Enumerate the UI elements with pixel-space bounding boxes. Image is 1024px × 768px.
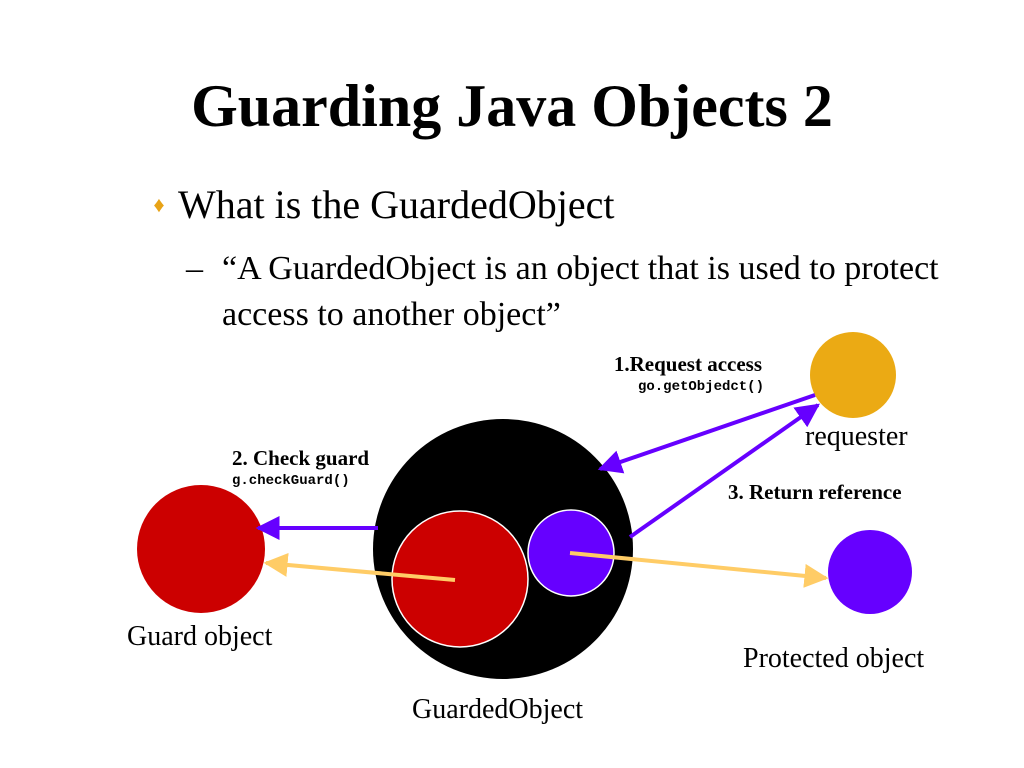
check-guard-label: 2. Check guard	[232, 446, 370, 470]
check-guard-code: g.checkGuard()	[232, 473, 350, 489]
guard-object-label: Guard object	[127, 621, 273, 652]
protected-reference-arrow	[569, 551, 829, 588]
sub-bullet-item: – “A GuardedObject is an object that is …	[186, 246, 986, 338]
diamond-bullet-icon: ♦	[153, 192, 165, 217]
inner-guard-circle	[391, 510, 529, 648]
request-access-arrow	[597, 393, 816, 474]
requester-label: requester	[805, 421, 908, 452]
guarded-object-label: GuardedObject	[412, 694, 584, 725]
protected-object-label: Protected object	[743, 643, 925, 674]
return-reference-label: 3. Return reference	[728, 480, 902, 504]
requester-circle	[810, 332, 896, 418]
sub-bullet-dash: –	[186, 250, 203, 287]
bullet-item: ♦ What is the GuardedObject	[140, 180, 615, 230]
sub-bullet-text: “A GuardedObject is an object that is us…	[222, 250, 939, 333]
return-reference-arrow	[628, 403, 820, 539]
guard-object-circle	[137, 485, 265, 613]
request-access-label: 1.Request access	[613, 352, 762, 376]
guard-link-arrow	[263, 552, 456, 582]
request-access-code: go.getObjedct()	[637, 379, 764, 395]
slide-title: Guarding Java Objects 2	[191, 73, 833, 139]
protected-object-circle	[828, 530, 912, 614]
bullet-text: What is the GuardedObject	[178, 182, 615, 227]
